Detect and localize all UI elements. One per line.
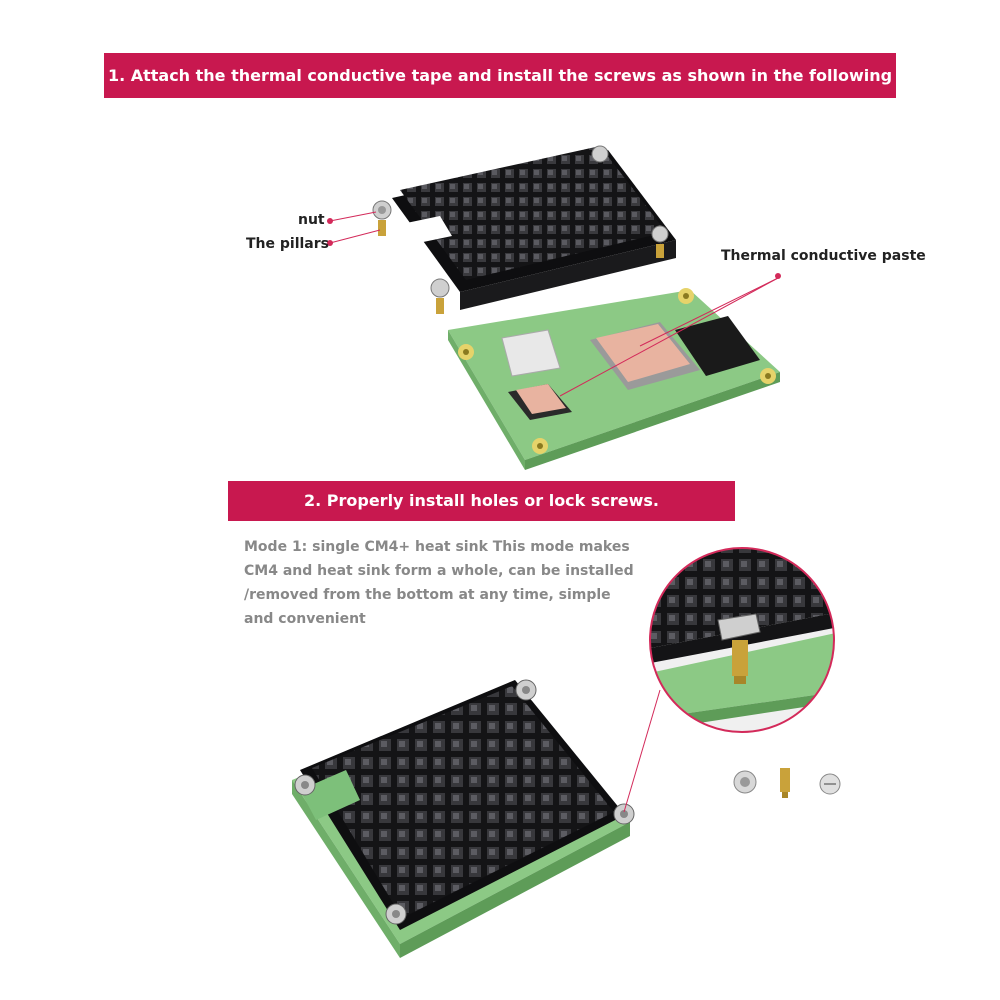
zoom-detail [623, 547, 835, 813]
thermal-pad-small [508, 384, 572, 420]
nut-icon [372, 200, 392, 220]
cm4-board-top [448, 288, 780, 470]
heatsink-top [372, 145, 676, 314]
assembled-module [292, 679, 635, 958]
step-1-banner: 1. Attach the thermal conductive tape an… [104, 53, 896, 130]
step-2-banner: 2. Properly install holes or lock screws… [228, 481, 735, 521]
screw-icon [733, 768, 841, 798]
callout-leaders-top [329, 211, 779, 397]
brass-pillar-icon [378, 220, 664, 314]
mode-description: Mode 1: single CM4+ heat sink This mode … [244, 539, 634, 627]
nut-label: nut [298, 212, 325, 228]
pillars-label: The pillars [246, 236, 329, 252]
thermal-paste-label: Thermal conductive paste [721, 248, 926, 264]
